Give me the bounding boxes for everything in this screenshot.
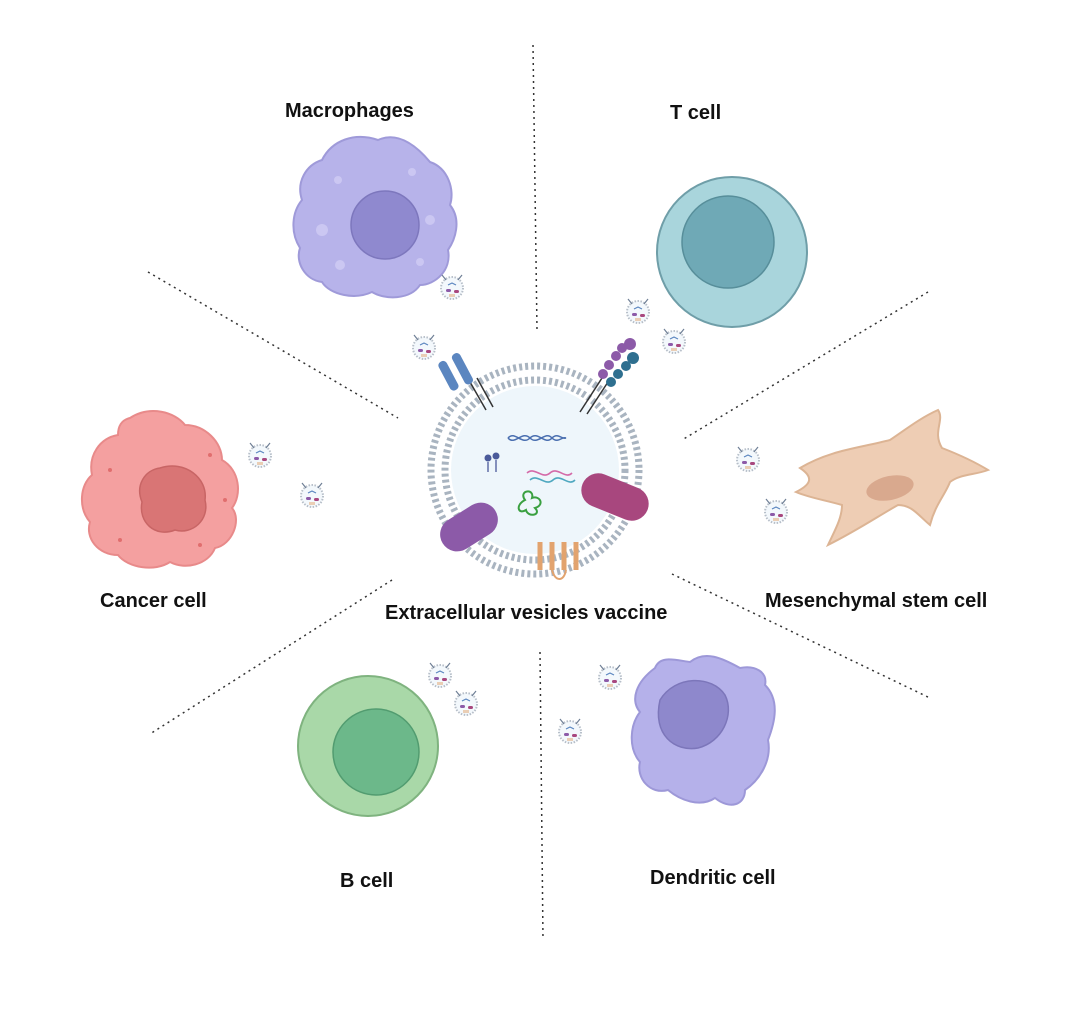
- label-mesenchymal-stem-cell: Mesenchymal stem cell: [765, 590, 988, 612]
- vesicle: [427, 338, 649, 580]
- mini-vesicle: [558, 718, 582, 744]
- label-extracellular-vesicles-vaccine: Extracellular vesicles vaccine: [385, 602, 668, 624]
- rna-icon: [526, 470, 576, 483]
- mini-vesicle: [428, 662, 452, 688]
- label-t-cell: T cell: [670, 102, 722, 124]
- mini-vesicle: [300, 482, 324, 508]
- lipid-icon: [484, 452, 500, 472]
- mini-vesicle: [736, 446, 760, 472]
- label-b-cell: B cell: [340, 870, 394, 892]
- mini-vesicle: [412, 334, 436, 360]
- label-cancer-cell: Cancer cell: [100, 590, 207, 612]
- macrophage-cell: [292, 135, 458, 299]
- mesenchymal-stem-cell: [793, 408, 991, 548]
- membrane-protein-purple: [440, 502, 498, 552]
- membrane-protein-magenta: [581, 473, 649, 521]
- mini-vesicle: [662, 328, 686, 354]
- t-cell: [656, 176, 808, 328]
- dendritic-cell: [630, 654, 776, 806]
- label-macrophages: Macrophages: [285, 100, 414, 122]
- transmembrane-protein: [537, 542, 579, 580]
- divider-bottom: [539, 651, 544, 941]
- divider-upper-left: [147, 271, 399, 419]
- mini-vesicle: [764, 498, 788, 524]
- label-dendritic-cell: Dendritic cell: [650, 867, 776, 889]
- b-cell: [297, 675, 439, 817]
- mini-vesicle: [248, 442, 272, 468]
- dna-icon: [507, 435, 567, 441]
- mini-vesicle: [454, 690, 478, 716]
- mini-vesicle: [440, 274, 464, 300]
- divider-top: [532, 44, 538, 331]
- cancer-cell: [81, 410, 239, 569]
- mini-vesicle: [598, 664, 622, 690]
- protein-icon: [517, 490, 542, 516]
- receptor-blue: [438, 353, 494, 411]
- receptor-chain: [579, 338, 639, 415]
- mini-vesicle: [626, 298, 650, 324]
- divider-lines: [147, 44, 931, 941]
